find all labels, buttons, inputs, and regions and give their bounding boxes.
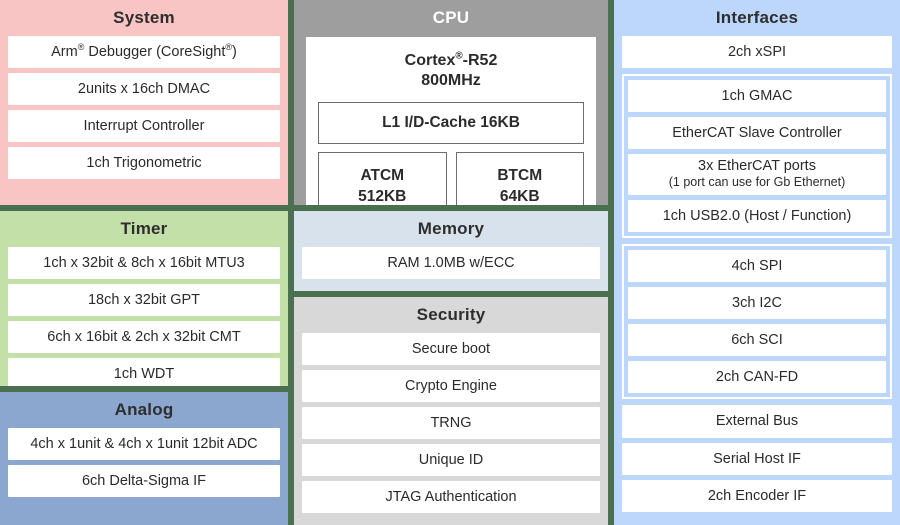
timer-item-mtu3[interactable]: 1ch x 32bit & 8ch x 16bit MTU3 <box>8 246 280 279</box>
system-item-trigonometric[interactable]: 1ch Trigonometric <box>8 147 280 180</box>
cpu-atcm-name: ATCM <box>360 167 405 185</box>
interfaces-item-xspi[interactable]: 2ch xSPI <box>622 35 892 68</box>
interfaces-item-ethercat-ports[interactable]: 3x EtherCAT ports (1 port can use for Gb… <box>628 154 886 195</box>
block-security: Security Secure boot Crypto Engine TRNG … <box>294 297 608 525</box>
system-item-list: Arm® Debugger (CoreSight®) 2units x 16ch… <box>8 35 280 180</box>
interfaces-item-usb2[interactable]: 1ch USB2.0 (Host / Function) <box>628 199 886 232</box>
timer-item-wdt[interactable]: 1ch WDT <box>8 358 280 386</box>
block-title-timer: Timer <box>120 219 168 238</box>
block-timer: Timer 1ch x 32bit & 8ch x 16bit MTU3 18c… <box>0 211 288 386</box>
left-column: System Arm® Debugger (CoreSight®) 2units… <box>0 0 288 525</box>
memory-item-ram[interactable]: RAM 1.0MB w/ECC <box>302 246 600 279</box>
interfaces-item-gmac[interactable]: 1ch GMAC <box>628 79 886 112</box>
cpu-core-label: Cortex®-R52 800MHz <box>318 51 584 93</box>
security-item-list: Secure boot Crypto Engine TRNG Unique ID… <box>302 332 600 514</box>
cpu-btcm-size: 64KB <box>499 188 540 205</box>
cpu-core-card: Cortex®-R52 800MHz L1 I/D-Cache 16KB ATC… <box>306 36 596 205</box>
analog-item-list: 4ch x 1unit & 4ch x 1unit 12bit ADC 6ch … <box>8 427 280 497</box>
interfaces-top-group: 2ch xSPI <box>622 35 892 68</box>
block-memory: Memory RAM 1.0MB w/ECC <box>294 211 608 291</box>
interfaces-item-encoder-if[interactable]: 2ch Encoder IF <box>622 479 892 512</box>
timer-item-gpt[interactable]: 18ch x 32bit GPT <box>8 283 280 316</box>
block-title-memory: Memory <box>417 219 485 238</box>
cpu-core-frequency: 800MHz <box>421 72 481 90</box>
system-item-dmac[interactable]: 2units x 16ch DMAC <box>8 72 280 105</box>
interfaces-serial-group: 4ch SPI 3ch I2C 6ch SCI 2ch CAN-FD <box>622 243 892 400</box>
security-item-crypto-engine[interactable]: Crypto Engine <box>302 369 600 402</box>
block-title-system: System <box>113 8 175 27</box>
system-item-arm-debugger[interactable]: Arm® Debugger (CoreSight®) <box>8 35 280 68</box>
cpu-tcm-row: ATCM 512KB BTCM 64KB <box>318 152 584 205</box>
block-title-interfaces: Interfaces <box>715 8 799 27</box>
interfaces-item-ethercat-slave-controller[interactable]: EtherCAT Slave Controller <box>628 116 886 150</box>
block-interfaces: Interfaces 2ch xSPI 1ch GMAC EtherCAT Sl… <box>614 0 900 525</box>
timer-item-cmt[interactable]: 6ch x 16bit & 2ch x 32bit CMT <box>8 320 280 354</box>
security-item-trng[interactable]: TRNG <box>302 406 600 440</box>
ethercat-ports-line1: 3x EtherCAT ports <box>698 158 816 175</box>
timer-item-list: 1ch x 32bit & 8ch x 16bit MTU3 18ch x 32… <box>8 246 280 386</box>
cpu-atcm-size: 512KB <box>358 188 407 205</box>
analog-item-adc[interactable]: 4ch x 1unit & 4ch x 1unit 12bit ADC <box>8 427 280 460</box>
interfaces-network-group: 1ch GMAC EtherCAT Slave Controller 3x Et… <box>622 73 892 238</box>
security-item-secure-boot[interactable]: Secure boot <box>302 332 600 365</box>
cpu-core-name: Cortex®-R52 <box>404 50 498 69</box>
right-column: Interfaces 2ch xSPI 1ch GMAC EtherCAT Sl… <box>614 0 900 525</box>
interfaces-item-spi[interactable]: 4ch SPI <box>628 249 886 283</box>
analog-item-delta-sigma[interactable]: 6ch Delta-Sigma IF <box>8 464 280 497</box>
block-cpu: CPU Cortex®-R52 800MHz L1 I/D-Cache 16KB… <box>294 0 608 205</box>
security-item-unique-id[interactable]: Unique ID <box>302 444 600 477</box>
interfaces-item-sci[interactable]: 6ch SCI <box>628 324 886 357</box>
interfaces-bus-group: External Bus Serial Host IF 2ch Encoder … <box>622 405 892 512</box>
interfaces-item-i2c[interactable]: 3ch I2C <box>628 287 886 320</box>
system-item-interrupt-controller[interactable]: Interrupt Controller <box>8 109 280 143</box>
memory-item-list: RAM 1.0MB w/ECC <box>302 246 600 279</box>
block-analog: Analog 4ch x 1unit & 4ch x 1unit 12bit A… <box>0 392 288 525</box>
security-item-jtag-auth[interactable]: JTAG Authentication <box>302 481 600 514</box>
block-system: System Arm® Debugger (CoreSight®) 2units… <box>0 0 288 205</box>
block-title-cpu: CPU <box>432 8 470 27</box>
cpu-btcm: BTCM 64KB <box>455 152 584 205</box>
cpu-btcm-name: BTCM <box>497 167 543 185</box>
cpu-l1-cache: L1 I/D-Cache 16KB <box>318 102 584 145</box>
interfaces-item-can-fd[interactable]: 2ch CAN-FD <box>628 361 886 394</box>
cpu-atcm: ATCM 512KB <box>318 152 447 205</box>
interfaces-item-serial-host-if[interactable]: Serial Host IF <box>622 442 892 475</box>
ethercat-ports-line2: (1 port can use for Gb Ethernet) <box>668 175 846 190</box>
interfaces-item-external-bus[interactable]: External Bus <box>622 405 892 438</box>
block-title-security: Security <box>416 305 486 324</box>
block-title-analog: Analog <box>114 400 174 419</box>
middle-column: CPU Cortex®-R52 800MHz L1 I/D-Cache 16KB… <box>294 0 608 525</box>
